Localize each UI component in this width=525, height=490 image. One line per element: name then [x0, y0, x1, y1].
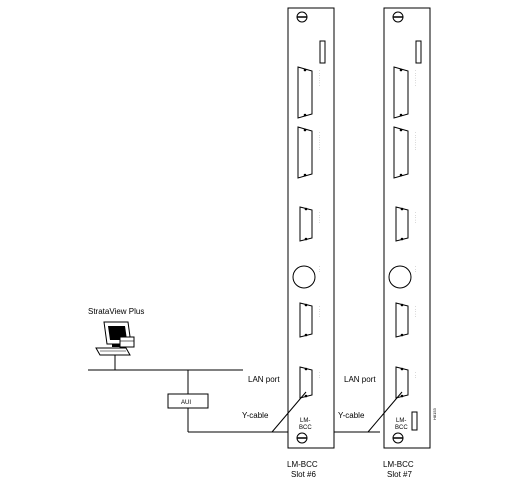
- screw-icon: [296, 11, 308, 23]
- svg-text:· · · · ·: · · · · ·: [317, 212, 322, 223]
- db-connector-1: [297, 66, 313, 119]
- workstation: StrataView Plus: [88, 307, 144, 370]
- svg-text:· · ·: · · ·: [413, 372, 418, 378]
- screw-icon: [392, 432, 404, 444]
- db-connector-2: [393, 126, 409, 179]
- card-name: LM-BCC: [287, 460, 318, 469]
- lan-port-connector: [395, 366, 409, 399]
- slot-label: Slot #7: [387, 470, 412, 479]
- lan-port-label: LAN port: [248, 375, 280, 384]
- card-name: LM-BCC: [383, 460, 414, 469]
- aui-box: AUI: [167, 393, 209, 409]
- svg-text:· · ·: · · ·: [413, 266, 418, 272]
- lan-port-label: LAN port: [344, 375, 376, 384]
- svg-text:· · · · · · ·: · · · · · · ·: [413, 70, 418, 86]
- db-connector-3: [395, 206, 409, 242]
- screw-icon: [296, 432, 308, 444]
- db-connector-3: [299, 206, 313, 242]
- svg-text:· · · · · · · ·: · · · · · · · ·: [413, 132, 418, 150]
- faceplate-label-line2: BCC: [395, 425, 408, 431]
- faceplate-label-line2: BCC: [299, 425, 312, 431]
- svg-text:· · · · · · · ·: · · · · · · · ·: [317, 132, 322, 150]
- db-connector-4: [395, 302, 409, 338]
- svg-text:· · · · ·: · · · · ·: [413, 306, 418, 317]
- y-cable: [271, 391, 307, 433]
- aui-label: AUI: [181, 400, 191, 406]
- screw-icon: [392, 11, 404, 23]
- computer-icon: [95, 321, 135, 356]
- svg-text:· · · · ·: · · · · ·: [317, 306, 322, 317]
- card-slot-7: · · · · · · · · · · · · · · · · · · · · …: [383, 7, 431, 449]
- round-indicator-icon: [292, 265, 316, 289]
- figure-id: H8153: [432, 407, 437, 420]
- faceplate-label-line1: LM-: [396, 418, 406, 424]
- svg-text:· · · · ·: · · · · ·: [413, 212, 418, 223]
- workstation-label: StrataView Plus: [88, 307, 144, 316]
- lan-port-connector: [299, 366, 313, 399]
- y-cable: [367, 391, 403, 433]
- db-connector-2: [297, 126, 313, 179]
- svg-text:· · ·: · · ·: [317, 266, 322, 272]
- y-cable-label: Y-cable: [338, 411, 365, 420]
- slot-label: Slot #6: [291, 470, 316, 479]
- y-cable-label: Y-cable: [242, 411, 269, 420]
- faceplate-label-line1: LM-: [300, 418, 310, 424]
- card-slot-6: · · · · · · · · · · · · · · · · · · · · …: [287, 7, 335, 449]
- svg-text:· · ·: · · ·: [317, 372, 322, 378]
- db-connector-4: [299, 302, 313, 338]
- db-connector-1: [393, 66, 409, 119]
- round-indicator-icon: [388, 265, 412, 289]
- svg-text:· · · · · · ·: · · · · · · ·: [317, 70, 322, 86]
